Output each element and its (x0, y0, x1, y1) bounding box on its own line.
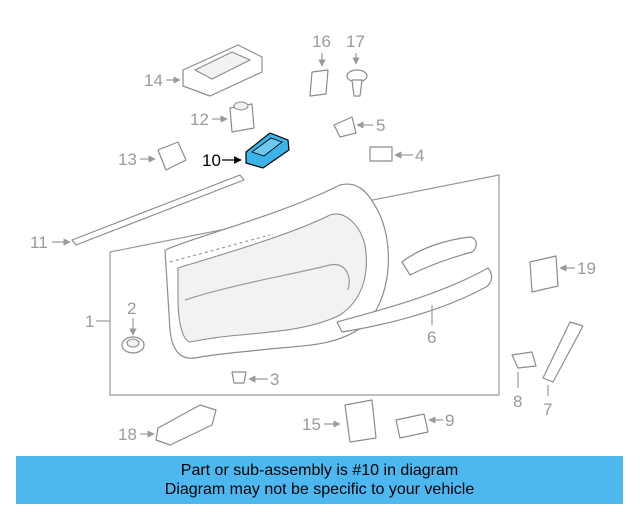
callout-2: 2 (121, 299, 145, 354)
small-clip (511, 351, 537, 369)
callout-19: 19 (529, 255, 596, 293)
callout-label: 19 (577, 259, 596, 278)
door-panel-assembly (109, 174, 500, 396)
callout-15: 15 (302, 399, 377, 443)
mirror-knob (233, 101, 249, 111)
master-switch-buttons (193, 51, 252, 80)
retainer-clip-head (126, 338, 140, 348)
callout-label: 6 (427, 328, 436, 347)
callout-14: 14 (144, 44, 263, 97)
callout-label: 18 (118, 425, 137, 444)
pull-handle (155, 404, 217, 446)
bracket (369, 146, 393, 162)
callout-label: 8 (513, 392, 522, 411)
trim-stitch (169, 234, 271, 263)
armrest-trim (336, 267, 493, 333)
parts-diagram: 1 2 3 4 5 6 7 8 (30, 32, 596, 446)
callout-label: 12 (190, 110, 209, 129)
callout-1: 1 (85, 312, 110, 331)
callout-11: 11 (30, 174, 245, 252)
trim-clip (231, 371, 247, 384)
switch (395, 413, 429, 439)
callout-16: 16 (309, 32, 331, 97)
banner-line-2: Diagram may not be specific to your vehi… (164, 481, 475, 498)
callout-label: 14 (144, 71, 163, 90)
info-banner: Part or sub-assembly is #10 in diagram D… (16, 456, 623, 504)
nut-clip (333, 116, 357, 138)
callout-label: 1 (85, 312, 94, 331)
callout-12: 12 (190, 101, 255, 133)
belt-weatherstrip (71, 174, 245, 246)
callout-label: 4 (415, 146, 424, 165)
seat-switch (344, 399, 377, 443)
callout-3: 3 (231, 370, 279, 389)
callout-label: 2 (127, 299, 136, 318)
callout-label: 7 (543, 400, 552, 419)
callout-label: 9 (445, 411, 454, 430)
callout-18: 18 (118, 404, 217, 446)
lock-switch (157, 141, 187, 171)
callout-label: 10 (202, 151, 221, 170)
banner-line-1: Part or sub-assembly is #10 in diagram (180, 462, 459, 479)
trim-strip (542, 321, 584, 383)
callout-4: 4 (369, 146, 424, 165)
callout-5: 5 (333, 116, 385, 138)
callout-label: 16 (312, 32, 331, 51)
armrest-line (184, 263, 350, 301)
fastener-clip (309, 69, 329, 97)
callout-6: 6 (336, 236, 493, 347)
callout-label: 15 (302, 415, 321, 434)
callout-8: 8 (511, 351, 537, 411)
callout-7: 7 (542, 321, 584, 419)
callout-label: 17 (346, 32, 365, 51)
push-rivet-body (351, 79, 363, 97)
control-module (529, 255, 559, 293)
callout-label: 5 (376, 116, 385, 135)
callout-label: 13 (118, 150, 137, 169)
callout-10: 10 (202, 132, 290, 170)
callout-17: 17 (346, 32, 368, 97)
switch-top (251, 137, 283, 157)
callout-13: 13 (118, 141, 187, 171)
callout-label: 3 (270, 370, 279, 389)
callout-label: 11 (30, 233, 48, 252)
callout-9: 9 (395, 411, 454, 439)
door-handle (401, 236, 477, 276)
